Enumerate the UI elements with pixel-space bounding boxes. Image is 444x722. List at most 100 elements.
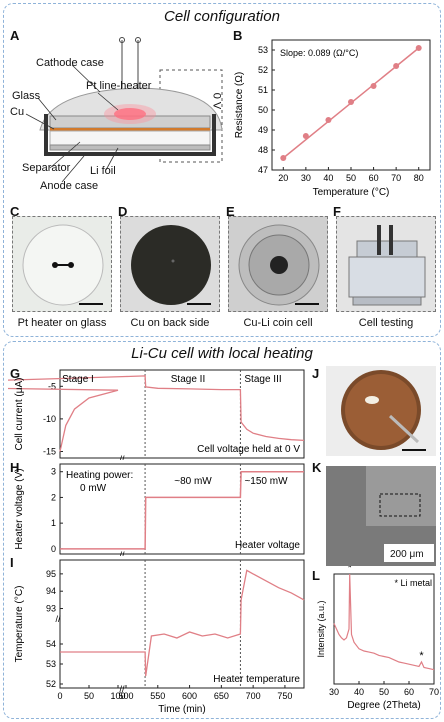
data-point — [393, 63, 400, 69]
y-tick-label: 47 — [258, 165, 268, 175]
plot-frame — [59, 463, 305, 555]
label-zero-volt: 0 V — [210, 92, 223, 110]
power-150-label: ~150 mW — [244, 476, 288, 487]
y-tick-label: -5 — [48, 381, 56, 391]
test-fixture — [348, 225, 426, 306]
stage-label: Stage II — [171, 374, 205, 385]
x-tick-label: 550 — [150, 691, 165, 701]
caption-f: Cell testing — [358, 317, 414, 329]
x-tick-label: 50 — [346, 173, 356, 183]
y-axis-label: Intensity (a.u.) — [316, 600, 326, 657]
y-axis-label: Temperature (°C) — [14, 586, 25, 663]
y-tick-label: 54 — [46, 639, 56, 649]
panel-label-D: D — [118, 204, 128, 219]
x-tick-label: 650 — [214, 691, 229, 701]
label-glass: Glass — [12, 90, 41, 102]
data-point — [348, 99, 354, 105]
j-disc — [341, 370, 426, 451]
caption-d: Cu on back side — [130, 317, 210, 329]
y-tick-label: 95 — [46, 569, 56, 579]
power-0-label: 0 mW — [80, 483, 107, 494]
x-tick-label: 40 — [323, 173, 333, 183]
legend-li-metal: * Li metal — [394, 578, 432, 588]
y-tick-label: 93 — [46, 604, 56, 614]
x-tick-label: 600 — [182, 691, 197, 701]
label-anode-case: Anode case — [40, 180, 99, 192]
panel-label-H: H — [10, 460, 20, 475]
panel-label-C: C — [10, 204, 20, 219]
i-annotation: Heater temperature — [213, 674, 300, 685]
y-axis-label: Heater voltage (V) — [14, 468, 25, 549]
y-tick-label: 52 — [258, 65, 268, 75]
label-cu: Cu — [10, 106, 25, 118]
peak-marker: * — [419, 650, 424, 662]
x-tick-label: 20 — [278, 173, 288, 183]
heating-panel — [3, 341, 441, 719]
x-tick-label: 700 — [246, 691, 261, 701]
config-panel — [3, 3, 441, 337]
y-tick-label: -15 — [43, 446, 56, 456]
x-tick-label: 50 — [379, 687, 389, 697]
data-point — [280, 155, 287, 161]
plot-frame — [59, 559, 305, 689]
data-point — [325, 117, 332, 123]
x-tick-label: 100 — [110, 691, 125, 701]
x-tick-label: 70 — [391, 173, 401, 183]
x-axis-label: Degree (2Theta) — [347, 700, 420, 711]
x-tick-label: 30 — [329, 687, 339, 697]
xrd-trace — [333, 573, 435, 671]
cu-disc — [131, 225, 211, 305]
photo-j-disc — [326, 366, 436, 456]
y-tick-label: 2 — [51, 492, 56, 502]
panel-label-E: E — [226, 204, 235, 219]
axis-break-mark: // — [119, 454, 125, 460]
caption-e: Cu-Li coin cell — [243, 317, 313, 329]
panel-label-K: K — [312, 460, 322, 475]
plot-frame — [59, 369, 305, 459]
glass-disc — [22, 224, 104, 306]
y-tick-label: 53 — [258, 45, 268, 55]
y-tick-label: -10 — [43, 414, 56, 424]
y-axis-break-mark: // — [55, 614, 61, 624]
x-tick-label: 50 — [84, 691, 94, 701]
power-80-label: ~80 mW — [174, 476, 212, 487]
panel-label-A: A — [10, 28, 20, 43]
photo-k-sem — [326, 466, 436, 566]
photo-cell-testing — [336, 216, 436, 312]
scale-bar-k: 200 μm — [390, 549, 424, 560]
label-li-foil: Li foil — [90, 165, 116, 177]
caption-c: Pt heater on glass — [17, 317, 107, 329]
x-tick-label: 60 — [369, 173, 379, 183]
y-tick-label: 48 — [258, 145, 268, 155]
panel-label-B: B — [233, 28, 243, 43]
section-title-config: Cell configuration — [164, 8, 280, 25]
panel-label-I: I — [10, 555, 14, 570]
x-tick-label: 30 — [301, 173, 311, 183]
y-tick-label: 51 — [258, 85, 268, 95]
y-tick-label: 50 — [258, 105, 268, 115]
voltage-trace — [60, 470, 304, 550]
panel-label-L: L — [312, 568, 320, 583]
x-axis-label: Time (min) — [158, 704, 205, 715]
y-axis-label: Resistance (Ω) — [234, 72, 245, 138]
data-point — [415, 45, 422, 51]
label-separator: Separator — [22, 162, 71, 174]
y-tick-label: 1 — [51, 518, 56, 528]
y-tick-label: 52 — [46, 679, 56, 689]
section-title-heating: Li-Cu cell with local heating — [131, 345, 313, 362]
x-tick-label: 60 — [404, 687, 414, 697]
x-tick-label: 500 — [118, 691, 133, 701]
temperature-trace — [60, 569, 305, 677]
panel-label-F: F — [333, 204, 341, 219]
x-tick-label: 70 — [429, 687, 439, 697]
y-axis-label: Cell current (μA) — [14, 378, 25, 451]
data-point — [370, 83, 377, 89]
stage-label: Stage III — [244, 374, 281, 385]
y-tick-label: 0 — [51, 544, 56, 554]
photo-pt-heater — [12, 216, 112, 312]
cell-diagram — [25, 37, 223, 183]
photo-coin-cell — [228, 216, 328, 312]
